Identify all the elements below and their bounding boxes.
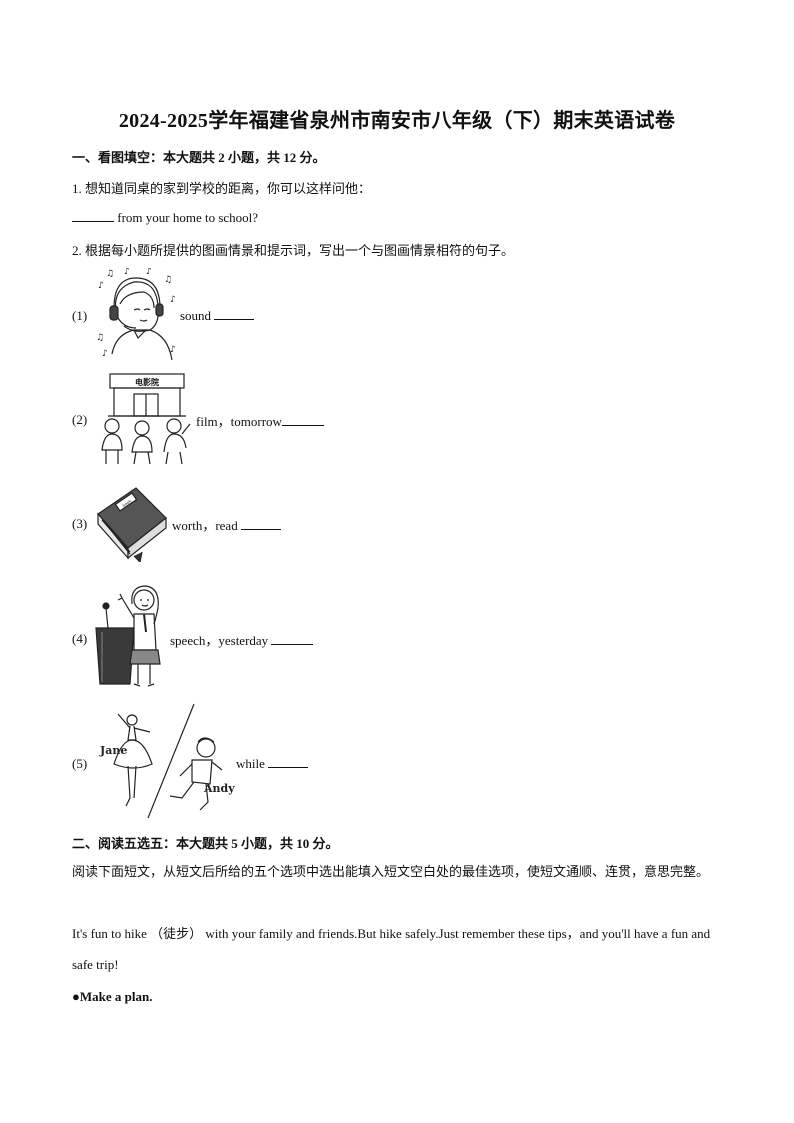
q1-answer-text: from your home to school? — [114, 210, 259, 225]
item4-hint-line: speech，yesterday — [170, 630, 314, 649]
cinema-friends-image: 电影院 — [94, 372, 192, 466]
book-label: book — [121, 498, 132, 508]
item2-hint-line: film，tomorrow — [196, 411, 324, 430]
svg-text:♪: ♪ — [146, 268, 152, 277]
item1-blank[interactable] — [214, 307, 255, 320]
page-title: 2024-2025学年福建省泉州市南安市八年级（下）期末英语试卷 — [118, 110, 676, 132]
item5-blank[interactable] — [268, 755, 309, 768]
cinema-sign-text: 电影院 — [135, 377, 159, 387]
item5-number: (5) — [72, 756, 88, 771]
svg-text:♪: ♪ — [170, 345, 176, 355]
q1-answer-blank[interactable] — [72, 209, 114, 222]
item1-hint: sound — [180, 308, 212, 323]
q1-prompt: 1. 想知道同桌的家到学校的距离，你可以这样问他： — [72, 181, 372, 196]
tip1-heading: ●Make a plan. — [72, 989, 153, 1004]
item4-blank[interactable] — [271, 632, 314, 645]
item2-hint: film，tomorrow — [196, 414, 282, 429]
q1-answer-line: from your home to school? — [72, 209, 258, 226]
item3-hint: worth，read — [172, 518, 238, 533]
svg-text:♫: ♫ — [164, 275, 172, 285]
item3-hint-line: worth，read — [172, 515, 281, 534]
girl-headphones-image: ♪♫♪ ♪♫♪ ♫♪♪ — [94, 268, 180, 362]
book-image: book — [94, 484, 170, 562]
section2-instructions: 阅读下面短文，从短文后所给的五个选项中选出能填入短文空白处的最佳选项，使短文通顺… — [72, 864, 710, 879]
name-jane: Jane — [99, 744, 127, 757]
section2-header: 二、阅读五选五：本大题共 5 小题，共 10 分。 — [72, 836, 339, 851]
svg-text:♫: ♫ — [106, 269, 114, 279]
girl-speech-podium-image — [94, 584, 168, 688]
item2-blank[interactable] — [281, 413, 324, 426]
svg-text:♫: ♫ — [96, 333, 104, 343]
item5-hint: while — [236, 756, 265, 771]
item4-hint: speech，yesterday — [170, 633, 269, 648]
item1-number: (1) — [72, 308, 88, 323]
section1-header: 一、看图填空：本大题共 2 小题，共 12 分。 — [72, 150, 326, 165]
svg-text:♪: ♪ — [124, 268, 130, 277]
item3-blank[interactable] — [240, 517, 281, 530]
item5-hint-line: while — [236, 755, 309, 772]
jane-andy-image: Jane Andy — [94, 702, 236, 820]
item4-number: (4) — [72, 631, 88, 646]
item1-hint-line: sound — [180, 307, 255, 324]
svg-text:♪: ♪ — [170, 295, 176, 305]
item2-number: (2) — [72, 412, 88, 427]
passage-intro: It's fun to hike （徒步） with your family a… — [72, 926, 711, 972]
name-andy: Andy — [203, 782, 235, 795]
svg-text:♪: ♪ — [102, 349, 108, 359]
q2-prompt: 2. 根据每小题所提供的图画情景和提示词，写出一个与图画情景相符的句子。 — [72, 243, 515, 258]
svg-text:♪: ♪ — [98, 281, 104, 291]
item3-number: (3) — [72, 516, 88, 531]
